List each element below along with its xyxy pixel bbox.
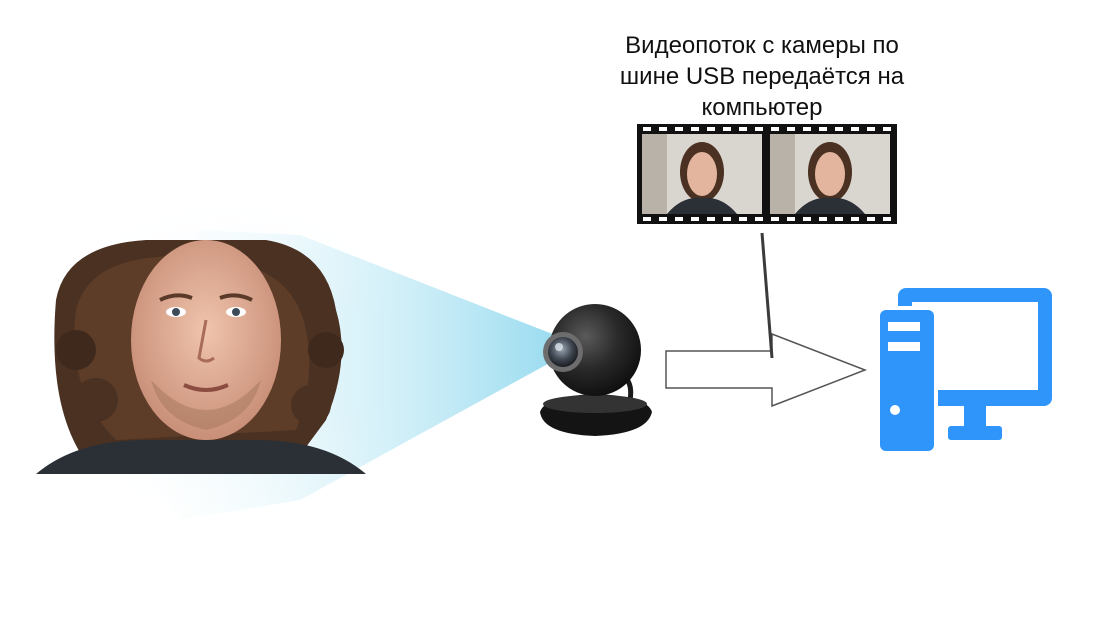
diagram-caption: Видеопоток с камеры по шине USB передаёт… bbox=[592, 30, 932, 123]
person-photo-icon bbox=[36, 240, 366, 474]
connector-line bbox=[760, 232, 774, 359]
caption-line-2: шине USB передаётся на bbox=[619, 63, 905, 90]
film-strip-icon bbox=[637, 124, 897, 224]
desktop-computer-icon bbox=[876, 288, 1052, 453]
caption-line-1: Видеопоток с камеры по bbox=[625, 32, 899, 59]
caption-line-3: компьютер bbox=[701, 94, 823, 121]
film-frame-2 bbox=[770, 134, 890, 214]
webcam-icon bbox=[540, 304, 652, 436]
film-frame-1 bbox=[642, 134, 762, 214]
